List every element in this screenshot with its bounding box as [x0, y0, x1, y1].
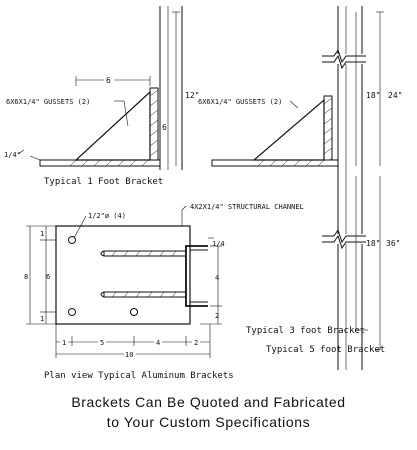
dim-1-top: 1: [40, 230, 44, 238]
slot-top-end: [100, 250, 105, 257]
dim-1-bottom: 1: [40, 315, 44, 323]
gusset-slot-hatch: [111, 250, 177, 298]
hole-bottom-middle: [130, 308, 138, 316]
break-bottom-symbol-lower: [322, 234, 366, 250]
caption-5ft: Typical 5 foot Bracket: [266, 345, 385, 355]
dim-width-text: 6: [106, 76, 111, 85]
dim-5: 5: [100, 339, 104, 347]
hole-bottom-left: [68, 308, 76, 316]
slot-bottom-end: [100, 291, 105, 298]
break-top-symbol-upper: [322, 48, 366, 64]
dim-upper-24-text: 24": [388, 91, 402, 100]
channel-label: 4X2X1/4" STRUCTURAL CHANNEL: [190, 203, 304, 211]
plan-view: 1/2"ø (4) 4X2X1/4" STRUCTURAL CHANNEL 1 …: [24, 203, 304, 381]
structural-channel-inner: [189, 249, 208, 303]
plan-view-caption: Plan view Typical Aluminum Brackets: [44, 371, 234, 381]
dim-inner-height-text: 6: [162, 123, 167, 132]
dim-5-gap: [98, 337, 106, 346]
dim-2-bottom: 2: [194, 339, 198, 347]
break-top-symbol-lower: [322, 54, 366, 70]
dim-lower-36-text: 36": [386, 239, 400, 248]
dim-10: 10: [125, 351, 133, 359]
hole-label: 1/2"ø (4): [88, 212, 126, 220]
gusset-leader-b: [123, 100, 129, 127]
hole-top-left: [68, 236, 76, 244]
dim-10-gap: [124, 349, 136, 358]
dim-quarter: 1/4: [212, 240, 225, 248]
footer-line-2: to Your Custom Specifications: [106, 414, 311, 430]
dim-lower-18-text: 18": [366, 239, 380, 248]
one-foot-bracket: 6 6 12" 6X6X1/4" GUSSETS (2) 1/4" Typica…: [4, 6, 199, 187]
dim-2-right: 2: [215, 312, 219, 320]
gusset-triangle: [74, 90, 151, 161]
hole-leader: [73, 215, 87, 239]
long-gusset-label: 6X6X1/4" GUSSETS (2): [198, 98, 282, 106]
thickness-label: 1/4": [4, 151, 21, 159]
long-gusset-leader: [289, 100, 299, 109]
bracket-vertical-leg: [149, 87, 159, 167]
one-foot-caption: Typical 1 Foot Bracket: [44, 177, 163, 187]
bracket-horizontal-hatch: [69, 159, 149, 167]
long-bracket-horizontal-hatch: [257, 159, 325, 167]
long-bracket: 6X6X1/4" GUSSETS (2) 18" 24" 18" 36" Typ…: [198, 6, 402, 370]
thickness-leader: [17, 149, 25, 155]
dim-4-bottom: 4: [156, 339, 160, 347]
bracket-horizontal-leg: [39, 159, 161, 167]
thickness-arrow: [29, 155, 41, 161]
dim-2-bottom-gap: [192, 337, 200, 346]
dim-upper-18-text: 18": [366, 91, 380, 100]
plan-plate-outline: [55, 225, 191, 325]
dim-height-text: 12": [185, 91, 199, 100]
caption-3ft: Typical 3 foot Bracket: [246, 326, 365, 336]
footer-line-1: Brackets Can Be Quoted and Fabricated: [71, 394, 346, 410]
gusset-label: 6X6X1/4" GUSSETS (2): [6, 98, 90, 106]
dim-1-left: 1: [62, 339, 66, 347]
long-gusset-triangle: [252, 98, 325, 161]
dim-4-bottom-gap: [154, 337, 162, 346]
dim-4-right: 4: [215, 274, 219, 282]
footer-caption: Brackets Can Be Quoted and Fabricated to…: [0, 392, 417, 432]
dim-width-gap: [104, 75, 114, 84]
dim-8: 8: [24, 273, 28, 281]
dim-1-left-gap: [60, 337, 68, 346]
structural-channel: [185, 245, 208, 307]
channel-leader-a: [181, 205, 187, 211]
break-bottom-symbol-upper: [322, 228, 366, 244]
dim-6: 6: [46, 273, 50, 281]
